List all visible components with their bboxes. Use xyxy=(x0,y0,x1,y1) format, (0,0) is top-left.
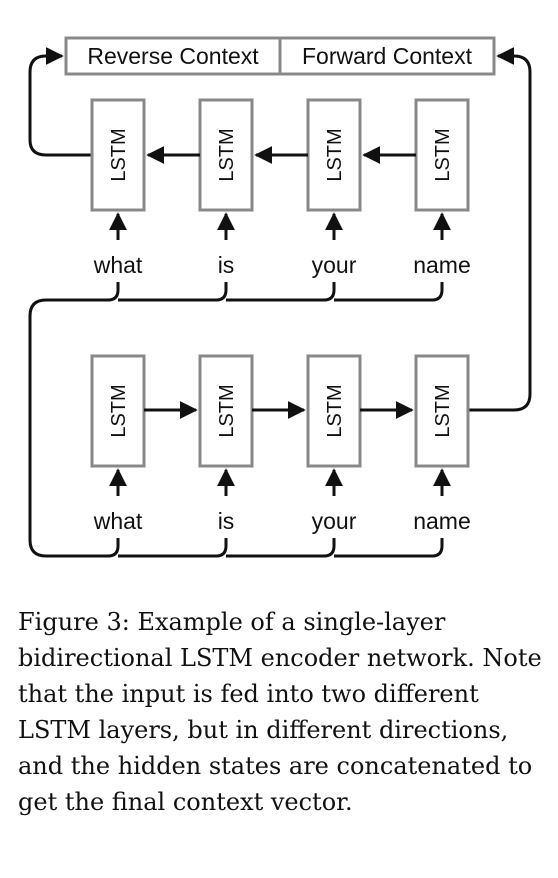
bidirectional-lstm-diagram: Reverse Context Forward Context LSTM LST… xyxy=(28,36,532,558)
reverse-lstm-row: LSTM LSTM LSTM LSTM what is your name xyxy=(90,98,471,278)
forward-context-label: Forward Context xyxy=(302,43,473,69)
lstm-cell xyxy=(306,354,362,468)
lstm-cell-label: LSTM xyxy=(108,384,130,437)
input-word: your xyxy=(312,508,357,534)
forward-context-arrow xyxy=(468,47,532,412)
lstm-cell-label: LSTM xyxy=(324,384,346,437)
figure-caption: Figure 3: Example of a single-layer bidi… xyxy=(18,608,542,816)
lstm-cell xyxy=(90,98,146,212)
forward-context-cell xyxy=(278,36,496,76)
input-word: name xyxy=(413,252,471,278)
lstm-cell-label: LSTM xyxy=(108,128,130,181)
lstm-cell-label: LSTM xyxy=(324,128,346,181)
bottom-input-bracket-segments xyxy=(118,538,444,558)
lstm-cell-label: LSTM xyxy=(432,384,454,437)
lstm-cell xyxy=(414,98,470,212)
lstm-cell-label: LSTM xyxy=(216,128,238,181)
lstm-cell xyxy=(198,98,254,212)
lstm-cell xyxy=(90,354,146,468)
top-input-bracket-segments xyxy=(118,282,444,302)
lstm-cell-label: LSTM xyxy=(216,384,238,437)
input-word: what xyxy=(93,508,143,534)
lstm-cell xyxy=(414,354,470,468)
top-input-bracket xyxy=(28,282,120,558)
lstm-cell-label: LSTM xyxy=(432,128,454,181)
forward-lstm-row: LSTM LSTM LSTM LSTM what is your name xyxy=(90,354,471,534)
input-word: your xyxy=(312,252,357,278)
reverse-context-cell xyxy=(64,36,282,76)
reverse-context-label: Reverse Context xyxy=(87,43,259,69)
input-word: is xyxy=(218,508,235,534)
input-word: is xyxy=(218,252,235,278)
input-word: what xyxy=(93,252,143,278)
context-box: Reverse Context Forward Context xyxy=(64,36,496,76)
input-word: name xyxy=(413,508,471,534)
reverse-context-arrow xyxy=(28,47,92,157)
